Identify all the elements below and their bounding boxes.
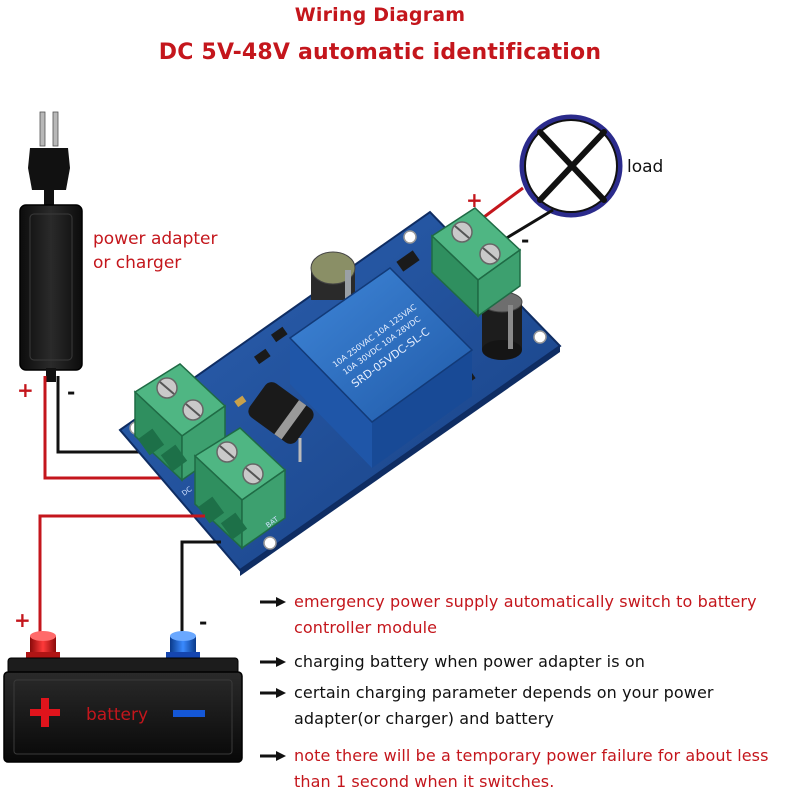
note-item: note there will be a temporary power fai… [258,743,798,795]
power-adapter [19,111,83,382]
battery-minus-sign: - [199,610,208,634]
load-minus-sign: - [521,228,530,252]
relay: 10A 250VAC 10A 125VAC 10A 30VDC 10A 28VD… [288,267,474,468]
terminal-block-dc [133,363,227,482]
battery [3,631,243,763]
load-lamp-icon [519,114,623,218]
battery-wires [38,514,221,640]
arrow-right-icon [258,680,294,706]
note-text-line-2: controller module [294,618,438,637]
battery-plus-sign: + [14,608,31,632]
battery-label: battery [86,705,149,725]
note-text-line-2: than 1 second when it switches. [294,772,555,791]
load-plus-sign: + [466,188,483,212]
load-wires [479,186,554,244]
adapter-plus-sign: + [17,378,34,402]
note-text-line-1: emergency power supply automatically swi… [294,592,757,611]
diode [248,382,314,462]
terminal-block-bat [193,427,287,550]
load-label: load [627,157,664,177]
note-text-line-1: certain charging parameter depends on yo… [294,683,714,702]
adapter-minus-sign: - [67,380,76,404]
adapter-label-line-2: or charger [93,253,182,273]
note-item: charging battery when power adapter is o… [258,649,798,675]
diagram-title: Wiring Diagram [294,4,466,26]
arrow-right-icon [258,743,294,769]
terminal-block-load [430,207,522,318]
adapter-label-line-1: power adapter [93,229,218,249]
arrow-right-icon [258,589,294,615]
note-item: emergency power supply automatically swi… [258,589,798,641]
diagram-subtitle: DC 5V-48V automatic identification [158,40,602,65]
note-arrows [260,597,286,761]
arrow-right-icon [258,649,294,675]
note-text-line-1: charging battery when power adapter is o… [294,652,645,671]
note-text-line-1: note there will be a temporary power fai… [294,746,769,765]
battery-minus-icon [173,710,205,717]
note-text-line-2: adapter(or charger) and battery [294,709,554,728]
note-item: certain charging parameter depends on yo… [258,680,798,732]
